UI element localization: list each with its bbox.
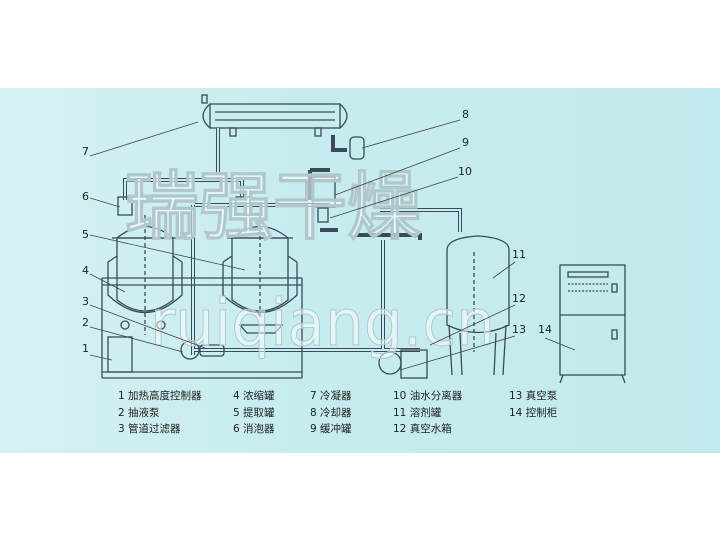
label-7: 7 <box>82 145 89 158</box>
legend-item: 14 控制柜 <box>509 406 558 419</box>
label-13: 13 <box>512 323 526 336</box>
legend-item: 10 油水分离器 <box>393 390 463 402</box>
label-2: 2 <box>82 316 89 329</box>
legend-item: 7 冷凝器 <box>310 390 352 402</box>
cooler <box>349 136 365 160</box>
label-6: 6 <box>82 190 89 203</box>
watermark-cn: 瑞强干燥 <box>125 164 422 250</box>
solvent-tank <box>446 235 510 376</box>
extraction-tank <box>222 215 298 334</box>
label-8: 8 <box>462 108 469 121</box>
control-cabinet <box>559 264 626 384</box>
heating-controller <box>107 336 133 373</box>
label-5: 5 <box>82 228 89 241</box>
legend-item: 3 管道过滤器 <box>118 423 181 435</box>
legend-col-2: 4 浓缩罐 5 提取罐 6 消泡器 <box>233 388 275 438</box>
watermark-url: ruiqiang.cn <box>150 287 495 361</box>
leader-lines <box>89 119 576 371</box>
legend-item: 11 溶剂罐 <box>393 406 442 419</box>
legend-item: 6 消泡器 <box>233 423 275 435</box>
liquid-pump <box>180 340 200 360</box>
legend-col-4: 10 油水分离器 11 溶剂罐 12 真空水箱 <box>393 388 462 438</box>
label-9: 9 <box>462 136 469 149</box>
label-14: 14 <box>538 323 552 336</box>
concentration-tank <box>107 215 183 335</box>
legend-item: 9 缓冲罐 <box>310 423 352 435</box>
vacuum-pump <box>378 349 428 379</box>
pipeline-filter <box>199 344 225 357</box>
label-4: 4 <box>82 264 89 277</box>
legend-col-1: 1 加热高度控制器 2 抽液泵 3 管道过滤器 <box>118 388 202 438</box>
diagram-background <box>0 88 720 453</box>
legend-item: 12 真空水箱 <box>393 423 452 435</box>
legend-item: 5 提取罐 <box>233 406 275 419</box>
pipes <box>123 128 462 355</box>
legend-item: 4 浓缩罐 <box>233 390 275 402</box>
support-frame <box>101 277 303 379</box>
legend-col-5: 13 真空泵 14 控制柜 <box>509 388 557 421</box>
legend-item: 1 加热高度控制器 <box>118 390 202 402</box>
label-10: 10 <box>458 165 472 178</box>
defoamer-right <box>235 196 251 216</box>
label-11: 11 <box>512 248 526 261</box>
condenser <box>201 94 348 137</box>
oil-water-separator <box>317 207 329 223</box>
label-3: 3 <box>82 295 89 308</box>
legend-item: 8 冷却器 <box>310 406 352 419</box>
buffer-tank <box>312 176 336 208</box>
legend-col-3: 7 冷凝器 8 冷却器 9 缓冲罐 <box>310 388 352 438</box>
label-1: 1 <box>82 342 89 355</box>
legend-item: 13 真空泵 <box>509 390 558 402</box>
label-12: 12 <box>512 292 526 305</box>
legend-item: 2 抽液泵 <box>118 406 160 419</box>
